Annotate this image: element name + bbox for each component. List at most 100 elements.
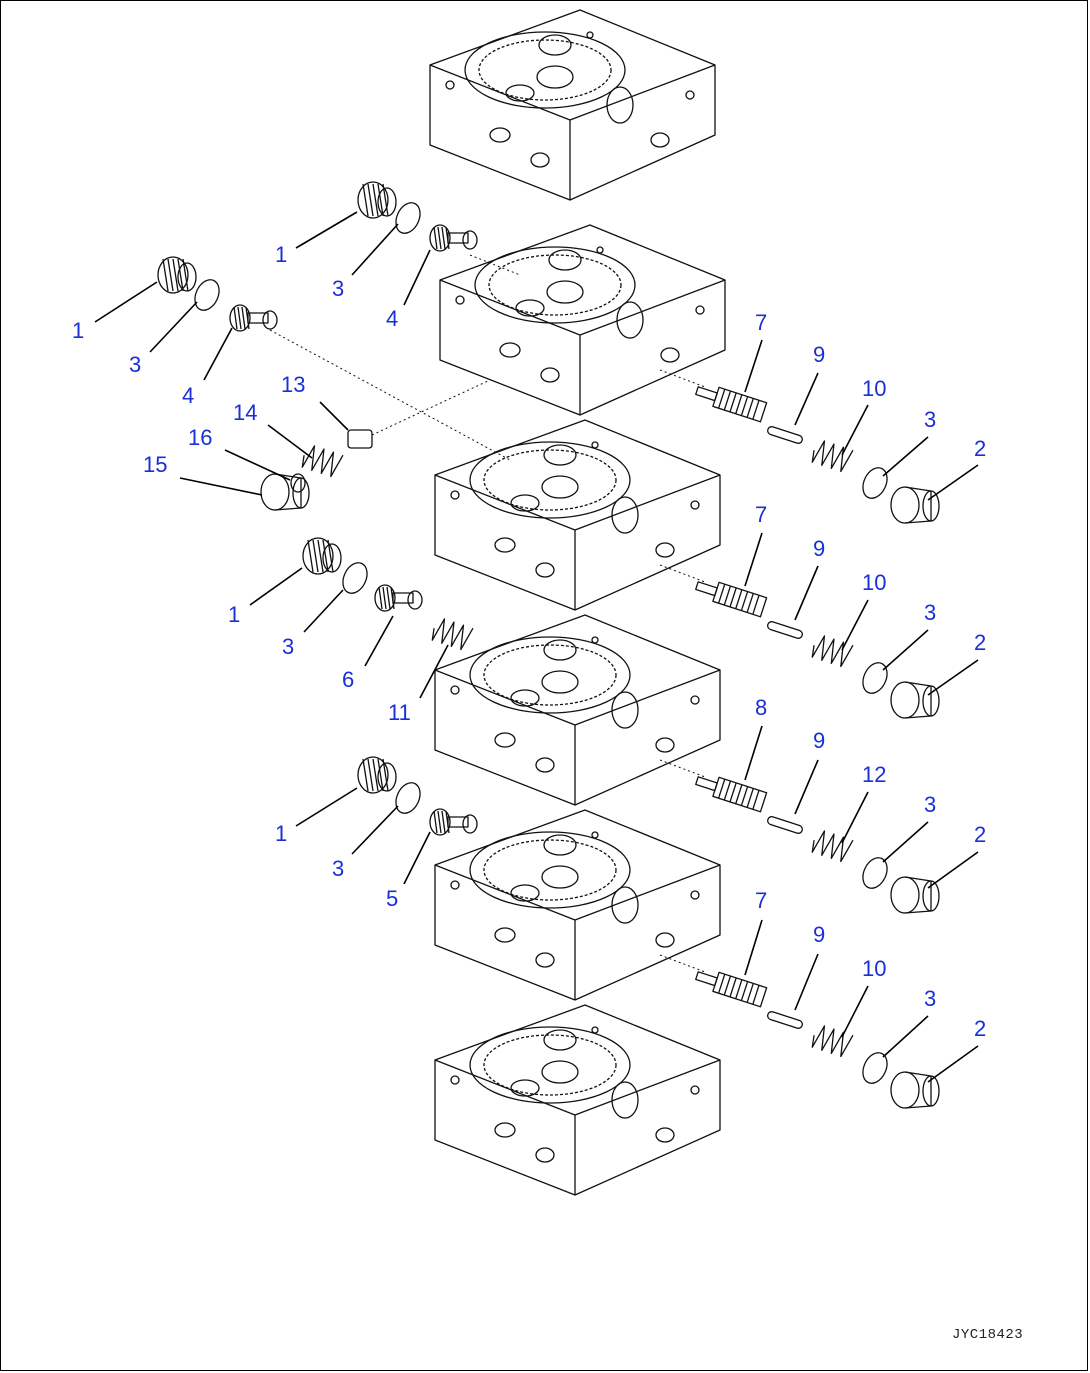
- o-ring-3-row-4: [862, 1052, 888, 1084]
- callout-leader: [249, 567, 303, 606]
- plug-1-b: [157, 256, 197, 294]
- spool-row-1: [695, 386, 768, 423]
- callout-label: 16: [188, 425, 212, 450]
- callout-leader: [841, 985, 869, 1038]
- callout-leader: [882, 436, 929, 477]
- callout-leader: [841, 599, 869, 651]
- callout-leader: [744, 532, 763, 587]
- callout-leader: [319, 401, 349, 431]
- valve-body-top: [429, 9, 716, 201]
- guide-line-1: [371, 379, 491, 436]
- callout-leader: [794, 759, 819, 815]
- spool-row-4: [695, 971, 768, 1008]
- callout-leader: [927, 1045, 979, 1083]
- poppet-4-b: [229, 304, 278, 332]
- callout-leader: [351, 805, 399, 855]
- callout-label: 13: [281, 372, 305, 397]
- callout-label: 2: [974, 822, 986, 847]
- valve-body-4: [434, 809, 721, 1001]
- o-ring-3-row-3: [862, 857, 888, 889]
- callout-label: 2: [974, 1016, 986, 1041]
- callout-label: 9: [813, 922, 825, 947]
- guide-line-row-2: [659, 564, 706, 583]
- spring-row-3: [811, 830, 854, 863]
- callout-label: 6: [342, 667, 354, 692]
- callout-label: 12: [862, 762, 886, 787]
- guide-line-row-3: [659, 759, 706, 778]
- o-ring-3-row-2: [862, 662, 888, 694]
- pin-9-row-3: [767, 816, 803, 834]
- callout-leader: [94, 281, 158, 323]
- plug-2-row-4: [890, 1071, 940, 1109]
- callout-label: 9: [813, 342, 825, 367]
- callout-leader: [927, 851, 979, 889]
- callout-label: 9: [813, 728, 825, 753]
- callout-label: 2: [974, 630, 986, 655]
- spring-11: [431, 618, 474, 651]
- valve-bodies: [429, 9, 726, 1196]
- callout-label: 3: [924, 792, 936, 817]
- callout-leader: [841, 404, 869, 456]
- washer-16: [290, 473, 306, 493]
- callout-leader: [744, 725, 763, 781]
- callout-label: 10: [862, 570, 886, 595]
- callout-label: 7: [755, 310, 767, 335]
- valve-parts: [157, 181, 940, 1109]
- callout-label: 2: [974, 436, 986, 461]
- callout-leader: [794, 953, 819, 1011]
- callout-label: 1: [275, 242, 287, 267]
- callout-leader: [882, 821, 929, 863]
- plug-1-a: [357, 181, 397, 219]
- callout-leader: [224, 449, 291, 481]
- callout-label: 8: [755, 695, 767, 720]
- callout-leader: [203, 327, 233, 381]
- o-ring-3-c: [342, 562, 368, 594]
- callout-leader: [295, 787, 358, 827]
- callout-leader: [295, 211, 358, 249]
- callout-leader: [794, 565, 819, 621]
- poppet-6: [374, 584, 423, 612]
- callout-label: 3: [282, 634, 294, 659]
- sleeve-13: [347, 429, 373, 449]
- guide-line-row-4: [659, 954, 706, 973]
- callout-leader: [179, 477, 263, 496]
- plug-1-c: [302, 537, 342, 575]
- callout-label: 14: [233, 400, 257, 425]
- plug-2-row-2: [890, 681, 940, 719]
- callout-leader: [882, 629, 929, 671]
- callout-label: 1: [72, 318, 84, 343]
- valve-body-3: [434, 614, 721, 806]
- guide-line-3: [469, 254, 521, 276]
- callout-label: 3: [924, 986, 936, 1011]
- callout-label: 4: [386, 306, 398, 331]
- callout-leader: [744, 919, 763, 976]
- o-ring-3-b: [194, 279, 220, 311]
- callout-leader: [794, 372, 819, 426]
- callout-leader: [267, 424, 313, 459]
- callout-label: 7: [755, 502, 767, 527]
- valve-body-2: [434, 419, 721, 611]
- callout-label: 15: [143, 452, 167, 477]
- callout-label: 10: [862, 956, 886, 981]
- spring-row-1: [811, 440, 854, 473]
- valve-body-1: [439, 224, 726, 416]
- spring-row-2: [811, 635, 854, 668]
- poppet-4-a: [429, 224, 478, 252]
- callout-label: 1: [228, 602, 240, 627]
- valve-body-bottom: [434, 1004, 721, 1196]
- callout-label: 3: [332, 276, 344, 301]
- spring-14: [301, 445, 344, 478]
- callout-label: 3: [332, 856, 344, 881]
- guide-line-2: [269, 329, 511, 461]
- guide-line-row-1: [659, 369, 706, 388]
- plug-1-d: [357, 756, 397, 794]
- pin-9-row-4: [767, 1011, 803, 1029]
- callout-label: 10: [862, 376, 886, 401]
- callout-leader: [419, 644, 449, 699]
- callout-leader: [882, 1015, 929, 1058]
- callout-leader: [927, 464, 979, 501]
- callout-label: 3: [129, 352, 141, 377]
- o-ring-3-a: [395, 202, 421, 234]
